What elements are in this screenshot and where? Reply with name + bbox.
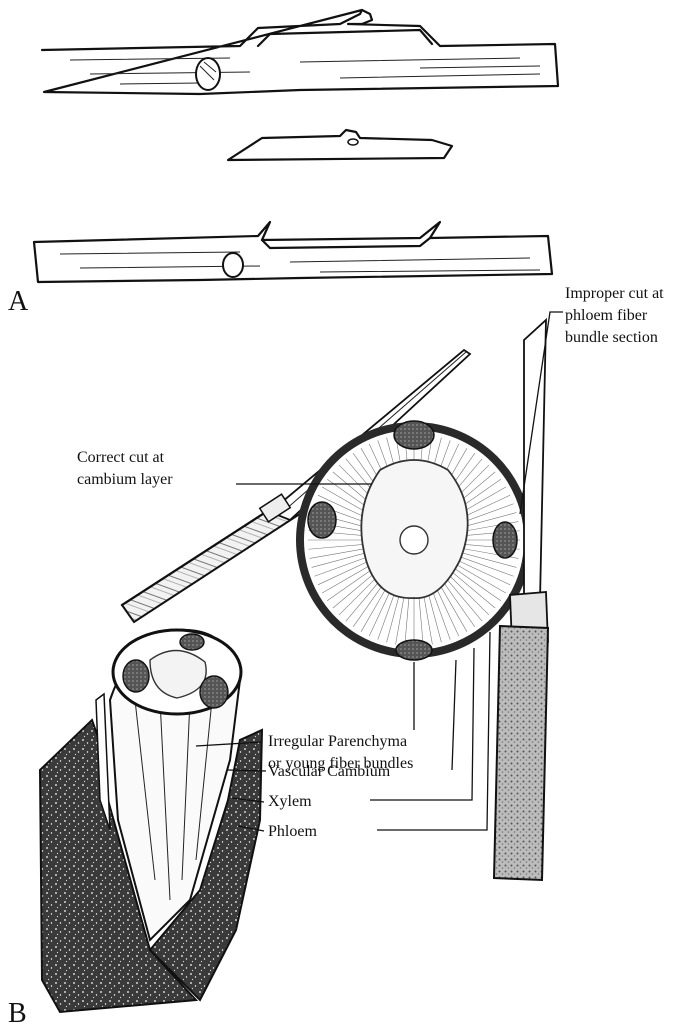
stick-top — [42, 10, 558, 94]
label-correct-cut: Correct cut at cambium layer — [77, 449, 173, 488]
stick-bottom — [34, 222, 552, 282]
label-vascular-cambium: Vascular Cambium — [268, 763, 391, 780]
bark-patch — [228, 130, 452, 160]
panel-label-a: A — [8, 286, 29, 317]
stem-cross-section — [296, 421, 532, 660]
label-phloem: Phloem — [268, 823, 317, 840]
panel-a-illustration — [34, 10, 558, 282]
label-xylem: Xylem — [268, 793, 312, 810]
cut-stem — [40, 630, 262, 1012]
label-improper-cut: Improper cut at phloem fiber bundle sect… — [565, 285, 668, 346]
panel-label-b: B — [8, 998, 27, 1029]
